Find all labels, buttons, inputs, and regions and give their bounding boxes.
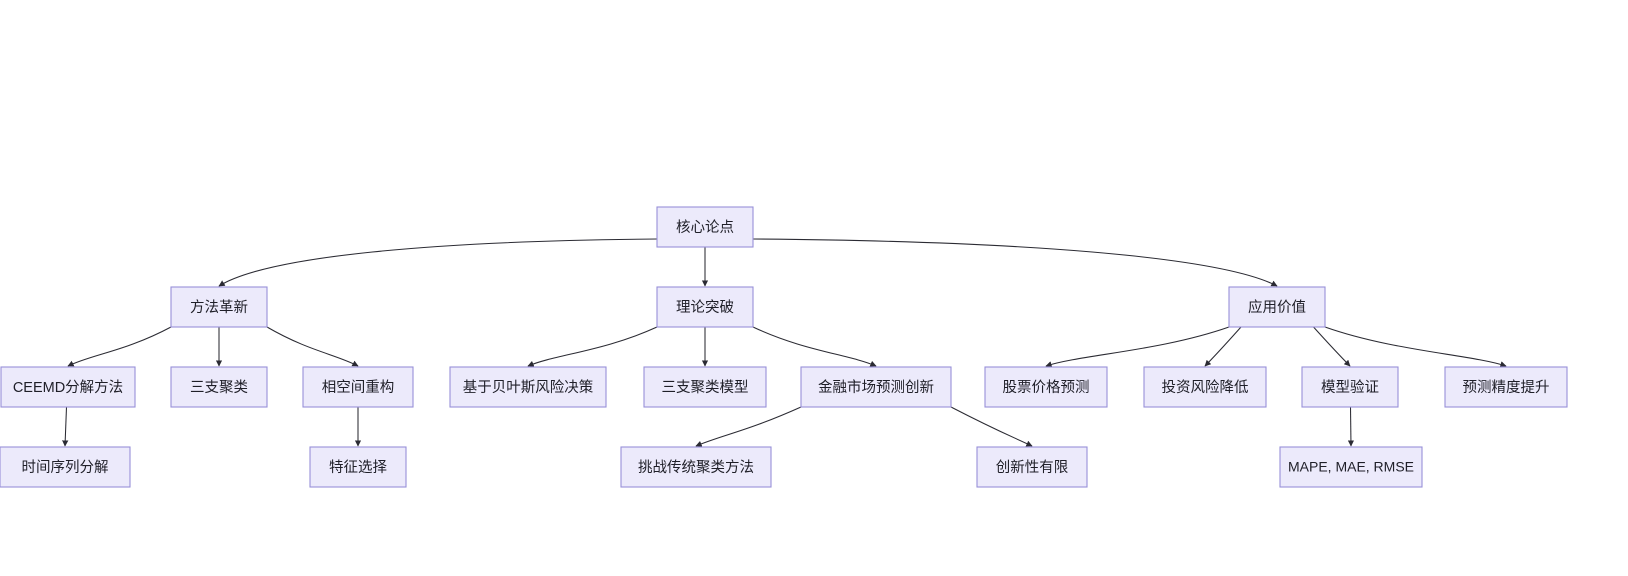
node-leaf3[interactable]: 相空间重构 bbox=[302, 366, 414, 408]
edge-root-to-branch1 bbox=[218, 238, 658, 287]
node-box-leaf9[interactable] bbox=[1301, 366, 1399, 408]
node-box-branch1[interactable] bbox=[170, 286, 268, 328]
node-label-root: 核心论点 bbox=[676, 219, 734, 236]
node-branch3[interactable]: 应用价值 bbox=[1228, 286, 1326, 328]
node-box-branch2[interactable] bbox=[656, 286, 754, 328]
node-leaf4[interactable]: 基于贝叶斯风险决策 bbox=[449, 366, 607, 408]
node-label-leaf8: 投资风险降低 bbox=[1162, 379, 1249, 396]
node-box-leaf2[interactable] bbox=[170, 366, 268, 408]
edge-branch2-to-leaf6 bbox=[752, 326, 877, 367]
edges-layer bbox=[62, 238, 1507, 447]
edge-leaf6-to-sub3 bbox=[695, 406, 802, 447]
node-sub1[interactable]: 时间序列分解 bbox=[0, 446, 131, 488]
node-leaf5[interactable]: 三支聚类模型 bbox=[643, 366, 767, 408]
node-root[interactable]: 核心论点 bbox=[656, 206, 754, 248]
node-box-leaf7[interactable] bbox=[984, 366, 1108, 408]
node-box-sub2[interactable] bbox=[309, 446, 407, 488]
node-label-leaf6: 金融市场预测创新 bbox=[818, 379, 934, 396]
node-label-sub5: MAPE, MAE, RMSE bbox=[1288, 459, 1414, 475]
node-leaf1[interactable]: CEEMD分解方法 bbox=[0, 366, 136, 408]
edge-branch3-to-leaf10 bbox=[1324, 326, 1507, 368]
node-branch1[interactable]: 方法革新 bbox=[170, 286, 268, 328]
edge-branch2-to-leaf4 bbox=[527, 326, 658, 367]
node-box-leaf3[interactable] bbox=[302, 366, 414, 408]
node-leaf10[interactable]: 预测精度提升 bbox=[1444, 366, 1568, 408]
node-label-branch1: 方法革新 bbox=[190, 299, 248, 316]
edge-branch3-to-leaf9 bbox=[1313, 326, 1351, 367]
node-leaf2[interactable]: 三支聚类 bbox=[170, 366, 268, 408]
node-box-leaf8[interactable] bbox=[1143, 366, 1267, 408]
node-sub2[interactable]: 特征选择 bbox=[309, 446, 407, 488]
edge-leaf6-to-sub4 bbox=[950, 406, 1033, 447]
node-branch2[interactable]: 理论突破 bbox=[656, 286, 754, 328]
node-box-leaf1[interactable] bbox=[0, 366, 136, 408]
node-label-leaf1: CEEMD分解方法 bbox=[13, 379, 123, 396]
node-leaf6[interactable]: 金融市场预测创新 bbox=[800, 366, 952, 408]
node-label-branch3: 应用价值 bbox=[1248, 298, 1306, 316]
node-label-leaf4: 基于贝叶斯风险决策 bbox=[463, 379, 594, 396]
node-label-leaf3: 相空间重构 bbox=[322, 379, 395, 396]
node-box-leaf5[interactable] bbox=[643, 366, 767, 408]
edge-leaf1-to-sub1 bbox=[62, 406, 69, 447]
node-leaf8[interactable]: 投资风险降低 bbox=[1143, 366, 1267, 408]
node-box-leaf10[interactable] bbox=[1444, 366, 1568, 408]
node-sub5[interactable]: MAPE, MAE, RMSE bbox=[1279, 446, 1423, 488]
node-label-leaf7: 股票价格预测 bbox=[1003, 379, 1090, 396]
node-sub3[interactable]: 挑战传统聚类方法 bbox=[620, 446, 772, 488]
edge-branch3-to-leaf8 bbox=[1204, 326, 1242, 367]
edge-branch1-to-leaf3 bbox=[266, 326, 359, 367]
node-label-leaf10: 预测精度提升 bbox=[1463, 379, 1550, 396]
node-box-sub4[interactable] bbox=[976, 446, 1088, 488]
node-box-sub3[interactable] bbox=[620, 446, 772, 488]
node-label-sub3: 挑战传统聚类方法 bbox=[638, 459, 754, 476]
node-label-sub4: 创新性有限 bbox=[996, 459, 1069, 476]
node-box-sub5[interactable] bbox=[1279, 446, 1423, 488]
node-sub4[interactable]: 创新性有限 bbox=[976, 446, 1088, 488]
edge-root-to-branch3 bbox=[752, 238, 1278, 287]
node-box-leaf4[interactable] bbox=[449, 366, 607, 408]
edge-leaf9-to-sub5 bbox=[1347, 406, 1355, 447]
node-label-leaf2: 三支聚类 bbox=[190, 379, 248, 396]
node-label-leaf5: 三支聚类模型 bbox=[662, 379, 749, 396]
edge-branch1-to-leaf1 bbox=[67, 326, 172, 367]
node-leaf7[interactable]: 股票价格预测 bbox=[984, 366, 1108, 408]
node-label-branch2: 理论突破 bbox=[676, 299, 734, 316]
edge-branch3-to-leaf7 bbox=[1045, 326, 1230, 368]
node-label-sub1: 时间序列分解 bbox=[22, 459, 109, 476]
node-box-leaf6[interactable] bbox=[800, 366, 952, 408]
node-leaf9[interactable]: 模型验证 bbox=[1301, 366, 1399, 408]
node-box-branch3[interactable] bbox=[1228, 286, 1326, 328]
node-box-sub1[interactable] bbox=[0, 446, 131, 488]
node-label-leaf9: 模型验证 bbox=[1321, 379, 1379, 396]
node-label-sub2: 特征选择 bbox=[329, 459, 387, 476]
node-box-root[interactable] bbox=[656, 206, 754, 248]
